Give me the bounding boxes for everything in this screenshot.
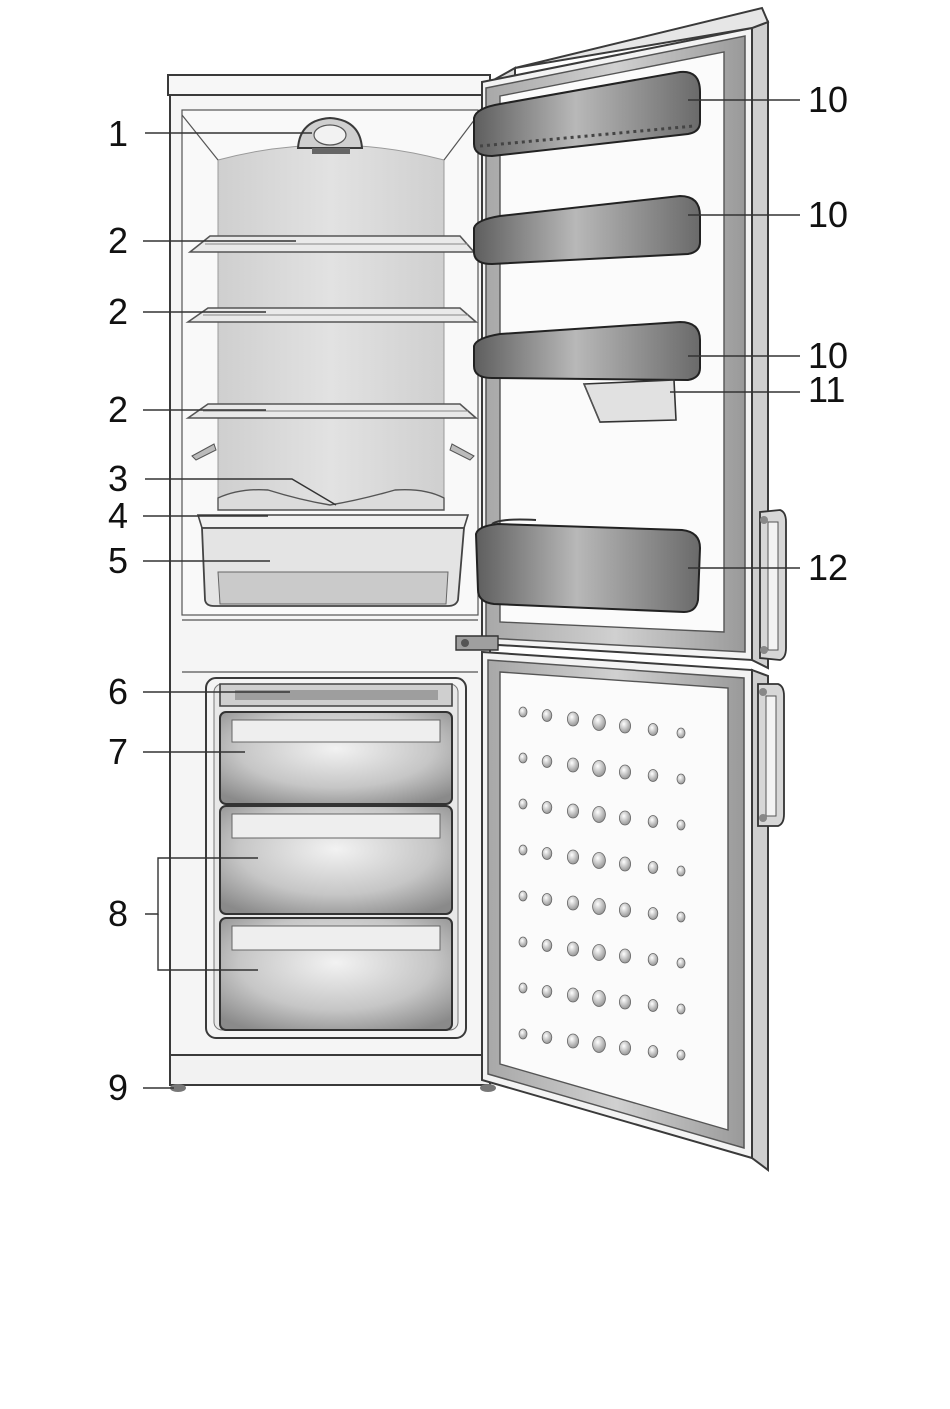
glass-shelf-1 <box>190 236 474 252</box>
callout-6: 6 <box>108 671 128 712</box>
dimple <box>593 1037 606 1053</box>
dimple <box>677 1050 685 1060</box>
dimple <box>619 903 630 917</box>
callout-2-shelf-1: 2 <box>108 220 128 261</box>
dimple <box>677 912 685 922</box>
dimple <box>542 986 552 998</box>
dimple <box>593 761 606 777</box>
dimple <box>593 991 606 1007</box>
dimple <box>567 988 578 1002</box>
glass-shelf-2 <box>188 308 476 322</box>
dimple <box>542 1032 552 1044</box>
crisper-drawer <box>202 528 464 606</box>
crisper-cover <box>198 515 468 528</box>
dimple <box>648 1046 658 1058</box>
callout-9: 9 <box>108 1067 128 1108</box>
dimple <box>619 719 630 733</box>
callout-2-shelf-3: 2 <box>108 389 128 430</box>
callout-2-shelf-2: 2 <box>108 291 128 332</box>
dimple <box>619 765 630 779</box>
callout-10-balcony-2: 10 <box>808 194 848 235</box>
callout-11: 11 <box>808 369 845 410</box>
dimple <box>567 896 578 910</box>
callout-3: 3 <box>108 458 128 499</box>
callout-7: 7 <box>108 731 128 772</box>
callout-1: 1 <box>108 113 128 154</box>
dimple <box>519 707 527 717</box>
dimple <box>519 1029 527 1039</box>
dimple <box>677 866 685 876</box>
dimple <box>677 958 685 968</box>
callout-10-balcony-1: 10 <box>808 79 848 120</box>
dimple <box>677 774 685 784</box>
dimple <box>619 857 630 871</box>
dimple <box>567 1034 578 1048</box>
freezer-drawer-bottom <box>220 918 452 1030</box>
dimple <box>519 891 527 901</box>
callout-8: 8 <box>108 893 128 934</box>
dimple <box>519 799 527 809</box>
egg-tray <box>584 380 676 422</box>
callout-12: 12 <box>808 547 848 588</box>
dimple <box>648 1000 658 1012</box>
dimple <box>619 1041 630 1055</box>
callout-4: 4 <box>108 495 128 536</box>
dimple <box>593 715 606 731</box>
dimple <box>542 848 552 860</box>
dimple <box>542 710 552 722</box>
dimple <box>648 724 658 736</box>
dimple <box>593 899 606 915</box>
dimple <box>567 804 578 818</box>
dimple <box>542 802 552 814</box>
dimple <box>519 937 527 947</box>
dimple <box>519 845 527 855</box>
dimple <box>542 940 552 952</box>
dimple <box>519 753 527 763</box>
middle-hinge <box>456 636 498 650</box>
fridge-door-handle <box>760 510 786 660</box>
dimple <box>519 983 527 993</box>
glass-shelf-3 <box>188 404 476 418</box>
dimple <box>567 712 578 726</box>
dimple <box>542 894 552 906</box>
freezer-ice-tray-cover <box>220 684 452 706</box>
dimple <box>567 850 578 864</box>
dimple <box>619 811 630 825</box>
dimple <box>648 954 658 966</box>
dimple <box>648 770 658 782</box>
dimple <box>677 1004 685 1014</box>
dimple <box>567 942 578 956</box>
dimple <box>619 949 630 963</box>
dimple <box>677 728 685 738</box>
dimple <box>593 945 606 961</box>
dimple <box>677 820 685 830</box>
dimple <box>648 908 658 920</box>
bottle-balcony <box>476 520 700 613</box>
freezer-door-handle <box>758 684 784 826</box>
dimple <box>542 756 552 768</box>
dimple <box>619 995 630 1009</box>
freezer-drawer-middle <box>220 806 452 914</box>
dimple <box>648 816 658 828</box>
dimple <box>648 862 658 874</box>
dimple <box>593 853 606 869</box>
freezer-drawer-top <box>220 712 452 804</box>
dimple <box>593 807 606 823</box>
dimple <box>567 758 578 772</box>
callout-5: 5 <box>108 540 128 581</box>
